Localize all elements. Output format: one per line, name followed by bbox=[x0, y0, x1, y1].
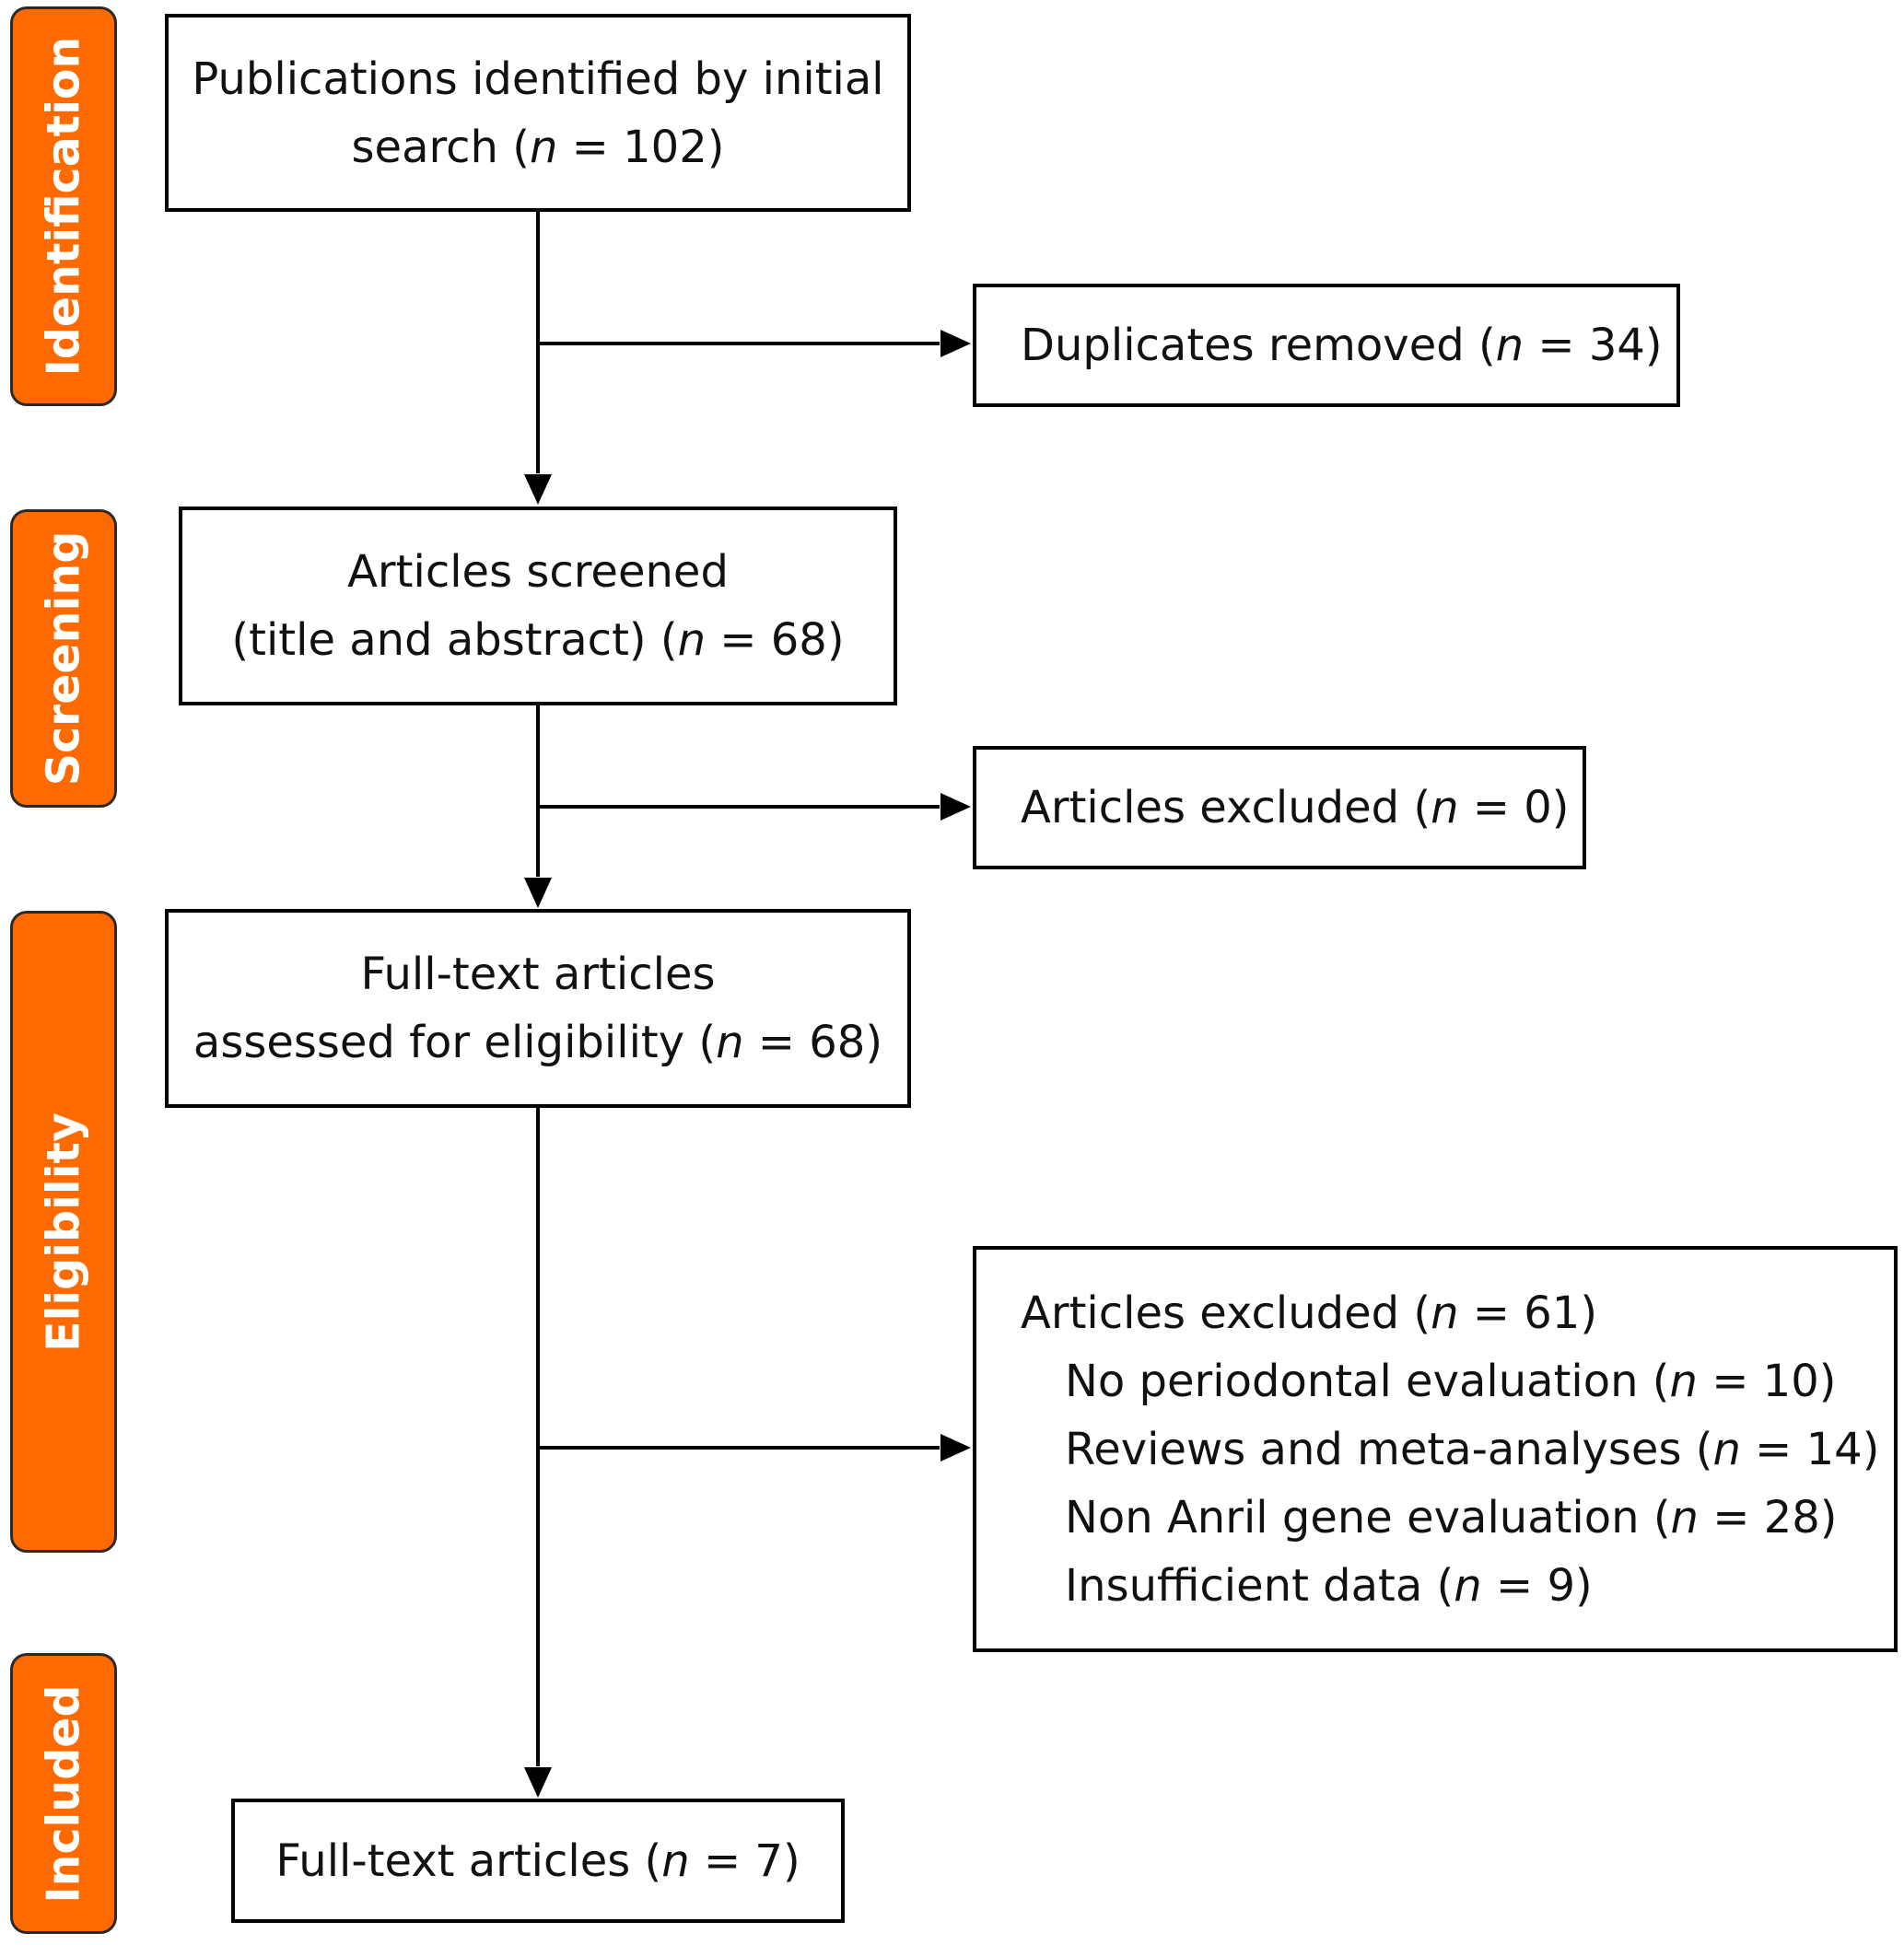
screened-line1: Articles screened bbox=[347, 546, 729, 598]
exclusion-reason-item: No periodontal evaluation (n = 10) bbox=[1065, 1355, 1837, 1407]
exclusion-reason-item: Reviews and meta-analyses (n = 14) bbox=[1065, 1423, 1880, 1475]
box-articles-excluded-screening: Articles excluded (n = 0) bbox=[973, 746, 1586, 869]
stage-screening: Screening bbox=[10, 509, 117, 808]
arrowhead-excluded-eligibility bbox=[940, 1434, 971, 1462]
initial-search-line1: Publications identified by initial bbox=[192, 52, 884, 105]
exclusion-reason-item: Insufficient data (n = 9) bbox=[1065, 1559, 1593, 1612]
initial-search-line2: search (n = 102) bbox=[351, 121, 725, 173]
arrowhead-screened bbox=[524, 474, 552, 505]
box-duplicates-removed: Duplicates removed (n = 34) bbox=[973, 284, 1680, 407]
box-articles-excluded-eligibility: Articles excluded (n = 61) No periodonta… bbox=[973, 1246, 1898, 1652]
arrowhead-excluded-screening bbox=[940, 793, 971, 821]
arrowhead-duplicates bbox=[940, 330, 971, 357]
included-text: Full-text articles (n = 7) bbox=[275, 1834, 800, 1887]
exclusion-reason-item: Non Anril gene evaluation (n = 28) bbox=[1065, 1491, 1838, 1543]
arrowhead-fulltext bbox=[524, 878, 552, 908]
stage-included: Included bbox=[10, 1653, 117, 1934]
box-fulltext-assessed: Full-text articles assessed for eligibil… bbox=[165, 909, 911, 1108]
box-articles-screened: Articles screened (title and abstract) (… bbox=[179, 507, 897, 705]
stage-eligibility: Eligibility bbox=[10, 911, 117, 1553]
excluded-eligibility-header: Articles excluded (n = 61) bbox=[1021, 1287, 1598, 1339]
screened-line2: (title and abstract) (n = 68) bbox=[231, 614, 845, 666]
stage-identification: Identification bbox=[10, 6, 117, 406]
duplicates-text: Duplicates removed (n = 34) bbox=[1021, 320, 1663, 371]
arrowhead-included bbox=[524, 1767, 552, 1798]
fulltext-assessed-line1: Full-text articles bbox=[360, 949, 716, 1000]
box-initial-search: Publications identified by initial searc… bbox=[165, 14, 911, 212]
box-included-articles: Full-text articles (n = 7) bbox=[231, 1799, 845, 1923]
fulltext-assessed-line2: assessed for eligibility (n = 68) bbox=[193, 1017, 883, 1068]
excluded-screening-text: Articles excluded (n = 0) bbox=[1021, 782, 1570, 833]
